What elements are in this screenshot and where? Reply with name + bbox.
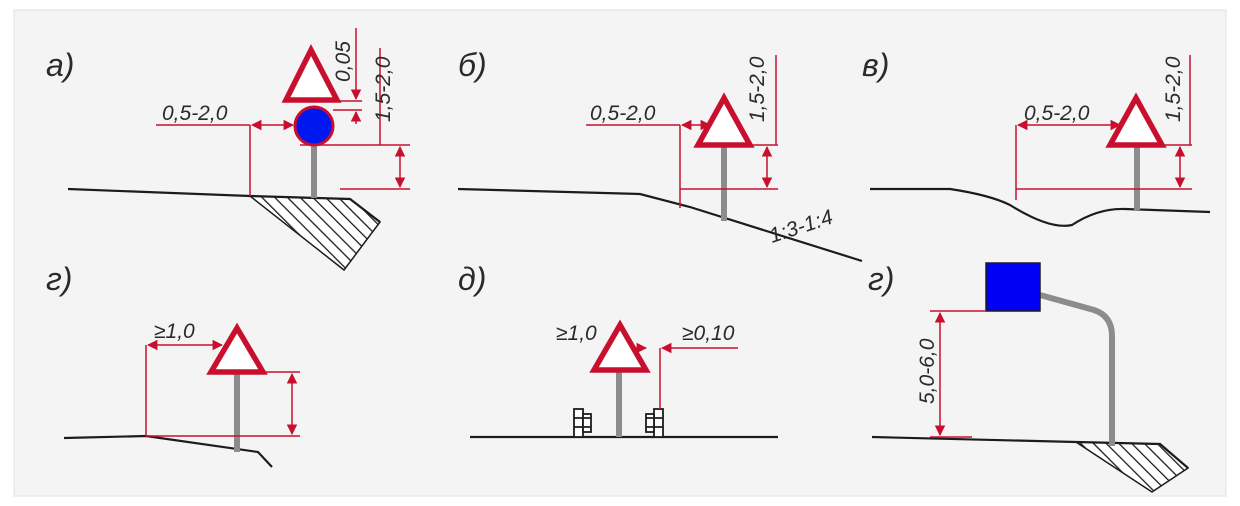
panel-b: б) 0,5-2,0 1,5-2,0 1:3-1:4 bbox=[457, 47, 863, 263]
offset-dimension-label: ≥1,0 bbox=[154, 320, 195, 343]
offset-dimension-label: ≥1,0 bbox=[556, 322, 597, 345]
ground-line bbox=[457, 187, 863, 263]
height-dimension-label: 5,0-6,0 bbox=[916, 338, 939, 404]
panel-label: а) bbox=[46, 47, 74, 83]
ground-line bbox=[870, 187, 1211, 227]
barrier-left bbox=[573, 408, 592, 438]
panel-label: г) bbox=[868, 261, 894, 297]
panel-label: в) bbox=[862, 47, 889, 83]
ground-line bbox=[67, 187, 381, 223]
ground-line bbox=[871, 435, 1189, 469]
height-dimension-label: 1,5-2,0 bbox=[1162, 56, 1185, 122]
height-dimension-label: 1,5-2,0 bbox=[746, 56, 769, 122]
ground-line bbox=[63, 434, 273, 468]
cantilever-post bbox=[1039, 292, 1115, 446]
offset-dimension-label: 0,5-2,0 bbox=[162, 102, 228, 125]
offset-dimension-label: 0,5-2,0 bbox=[590, 102, 656, 125]
offset-dimension-label-2: ≥0,10 bbox=[682, 322, 735, 345]
warning-triangle-sign bbox=[589, 319, 651, 373]
panel-label: д) bbox=[458, 261, 486, 297]
warning-triangle-sign bbox=[206, 322, 268, 375]
barrier-right bbox=[645, 408, 664, 438]
gap-dimension-label: 0,05 bbox=[332, 41, 355, 82]
square-sign bbox=[985, 262, 1041, 312]
panel-v: в) 0,5-2,0 1,5-2,0 bbox=[862, 47, 1211, 227]
panel-label: г) bbox=[46, 261, 72, 297]
warning-triangle-sign bbox=[281, 43, 342, 103]
panel-g1: г) ≥1,0 bbox=[46, 261, 300, 468]
panel-label: б) bbox=[458, 47, 487, 83]
warning-triangle-sign bbox=[1105, 92, 1167, 148]
panel-d: д) ≥1,0 ≥0,10 bbox=[458, 261, 778, 439]
offset-dimension-label: 0,5-2,0 bbox=[1024, 102, 1090, 125]
panel-g2: г) 5,0-6,0 bbox=[868, 261, 1190, 493]
round-sign bbox=[293, 105, 335, 147]
panel-a: а) 0,5-2,0 1,5-2,0 0,05 bbox=[46, 28, 410, 272]
height-dimension-label: 1,5-2,0 bbox=[372, 56, 395, 122]
